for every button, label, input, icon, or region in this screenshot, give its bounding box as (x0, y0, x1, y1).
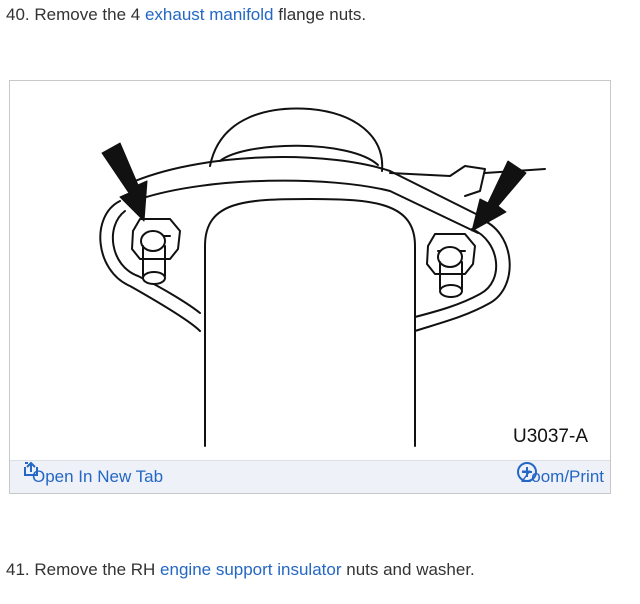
exhaust-flange-illustration (99, 107, 546, 447)
illustration-figure: U3037-A Open In New Tab Zoom/Print (9, 80, 611, 494)
engine-support-insulator-link[interactable]: engine support insulator (160, 560, 342, 579)
step-40: 40. Remove the 4 exhaust manifold flange… (6, 4, 366, 26)
step-41: 41. Remove the RH engine support insulat… (6, 559, 475, 581)
step-text: Remove the 4 (34, 5, 141, 24)
open-in-new-tab-label: Open In New Tab (32, 467, 164, 486)
step-text: nuts and washer. (346, 560, 475, 579)
step-text: flange nuts. (278, 5, 367, 24)
step-text: Remove the RH (34, 560, 156, 579)
figure-label: U3037-A (513, 426, 588, 447)
figure-toolbar: Open In New Tab Zoom/Print (10, 460, 610, 493)
zoom-print-label: Zoom/Print (520, 467, 604, 486)
zoom-print-button[interactable]: Zoom/Print (516, 461, 604, 493)
step-number: 40. (6, 5, 30, 24)
exhaust-manifold-link[interactable]: exhaust manifold (144, 5, 274, 24)
step-number: 41. (6, 560, 30, 579)
open-in-new-tab-button[interactable]: Open In New Tab (22, 461, 163, 493)
